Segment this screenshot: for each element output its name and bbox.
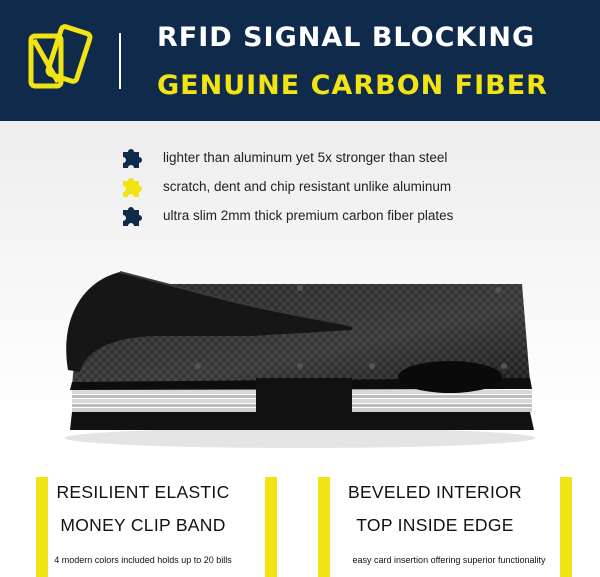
puzzle-piece-icon	[123, 178, 142, 197]
accent-bar	[560, 477, 572, 577]
feature-text: ultra slim 2mm thick premium carbon fibe…	[163, 208, 454, 223]
accent-bar	[265, 477, 277, 577]
callout-title: RESILIENT ELASTIC	[56, 482, 230, 502]
callout-title: TOP INSIDE EDGE	[356, 515, 514, 535]
callout-title: BEVELED INTERIOR	[347, 482, 522, 502]
callout-subtitle: 4 modern colors included holds up to 20 …	[54, 555, 232, 565]
wallet-product-image	[65, 271, 535, 448]
accent-bar	[318, 477, 330, 577]
feature-text: lighter than aluminum yet 5x stronger th…	[163, 150, 448, 165]
callout-title: MONEY CLIP BAND	[60, 515, 226, 535]
callout-elastic-band: RESILIENT ELASTIC MONEY CLIP BAND 4 mode…	[0, 477, 282, 577]
headline-carbon-fiber: GENUINE CARBON FIBER	[157, 70, 548, 101]
callout-beveled-edge: BEVELED INTERIOR TOP INSIDE EDGE easy ca…	[318, 477, 600, 577]
callout-subtitle: easy card insertion offering superior fu…	[352, 555, 546, 565]
puzzle-piece-icon	[123, 207, 142, 226]
feature-text: scratch, dent and chip resistant unlike …	[163, 179, 452, 194]
banner-divider	[119, 33, 121, 89]
accent-bar	[36, 477, 48, 577]
rfid-cards-icon	[28, 24, 93, 89]
puzzle-piece-icon	[123, 149, 142, 168]
header-banner: RFID SIGNAL BLOCKING GENUINE CARBON FIBE…	[0, 0, 600, 121]
headline-rfid: RFID SIGNAL BLOCKING	[157, 22, 536, 53]
